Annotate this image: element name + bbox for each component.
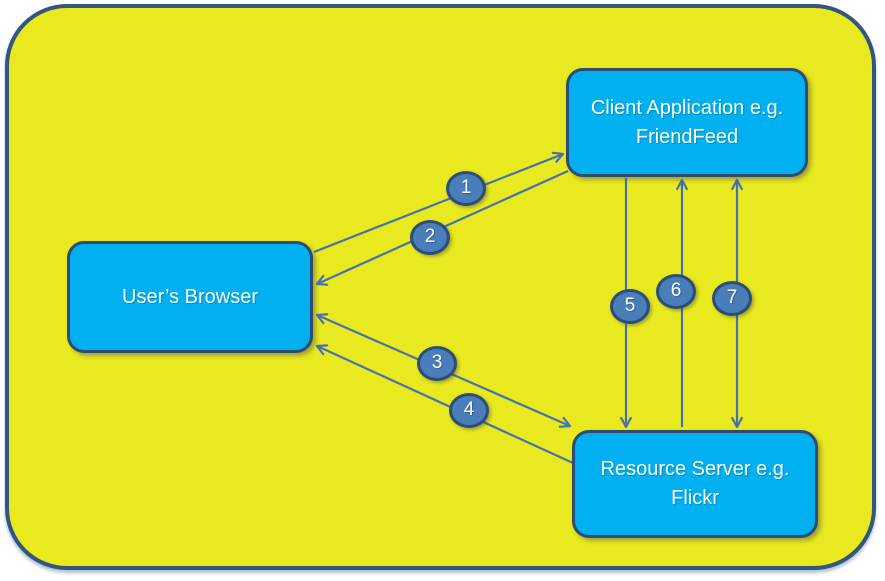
node-client: Client Application e.g. FriendFeed [566,68,808,177]
step-badge-5: 5 [610,288,650,324]
step-badge-4: 4 [449,392,489,428]
node-browser-label-line: User’s Browser [122,285,258,308]
step-badge-3: 3 [417,345,457,381]
step-badge-6: 6 [656,273,696,309]
step-badge-2: 2 [410,219,450,255]
node-client-label-line: FriendFeed [635,125,739,148]
node-resource-label-line: Flickr [671,487,719,509]
node-resource: Resource Server e.g. Flickr [572,430,818,538]
node-browser: User’s Browser [67,241,313,353]
node-client-label-line: Client Application e.g. [590,96,784,119]
step-badge-7: 7 [712,280,752,316]
node-resource-label-line: Resource Server e.g. [600,458,790,480]
step-badge-1: 1 [446,170,486,206]
